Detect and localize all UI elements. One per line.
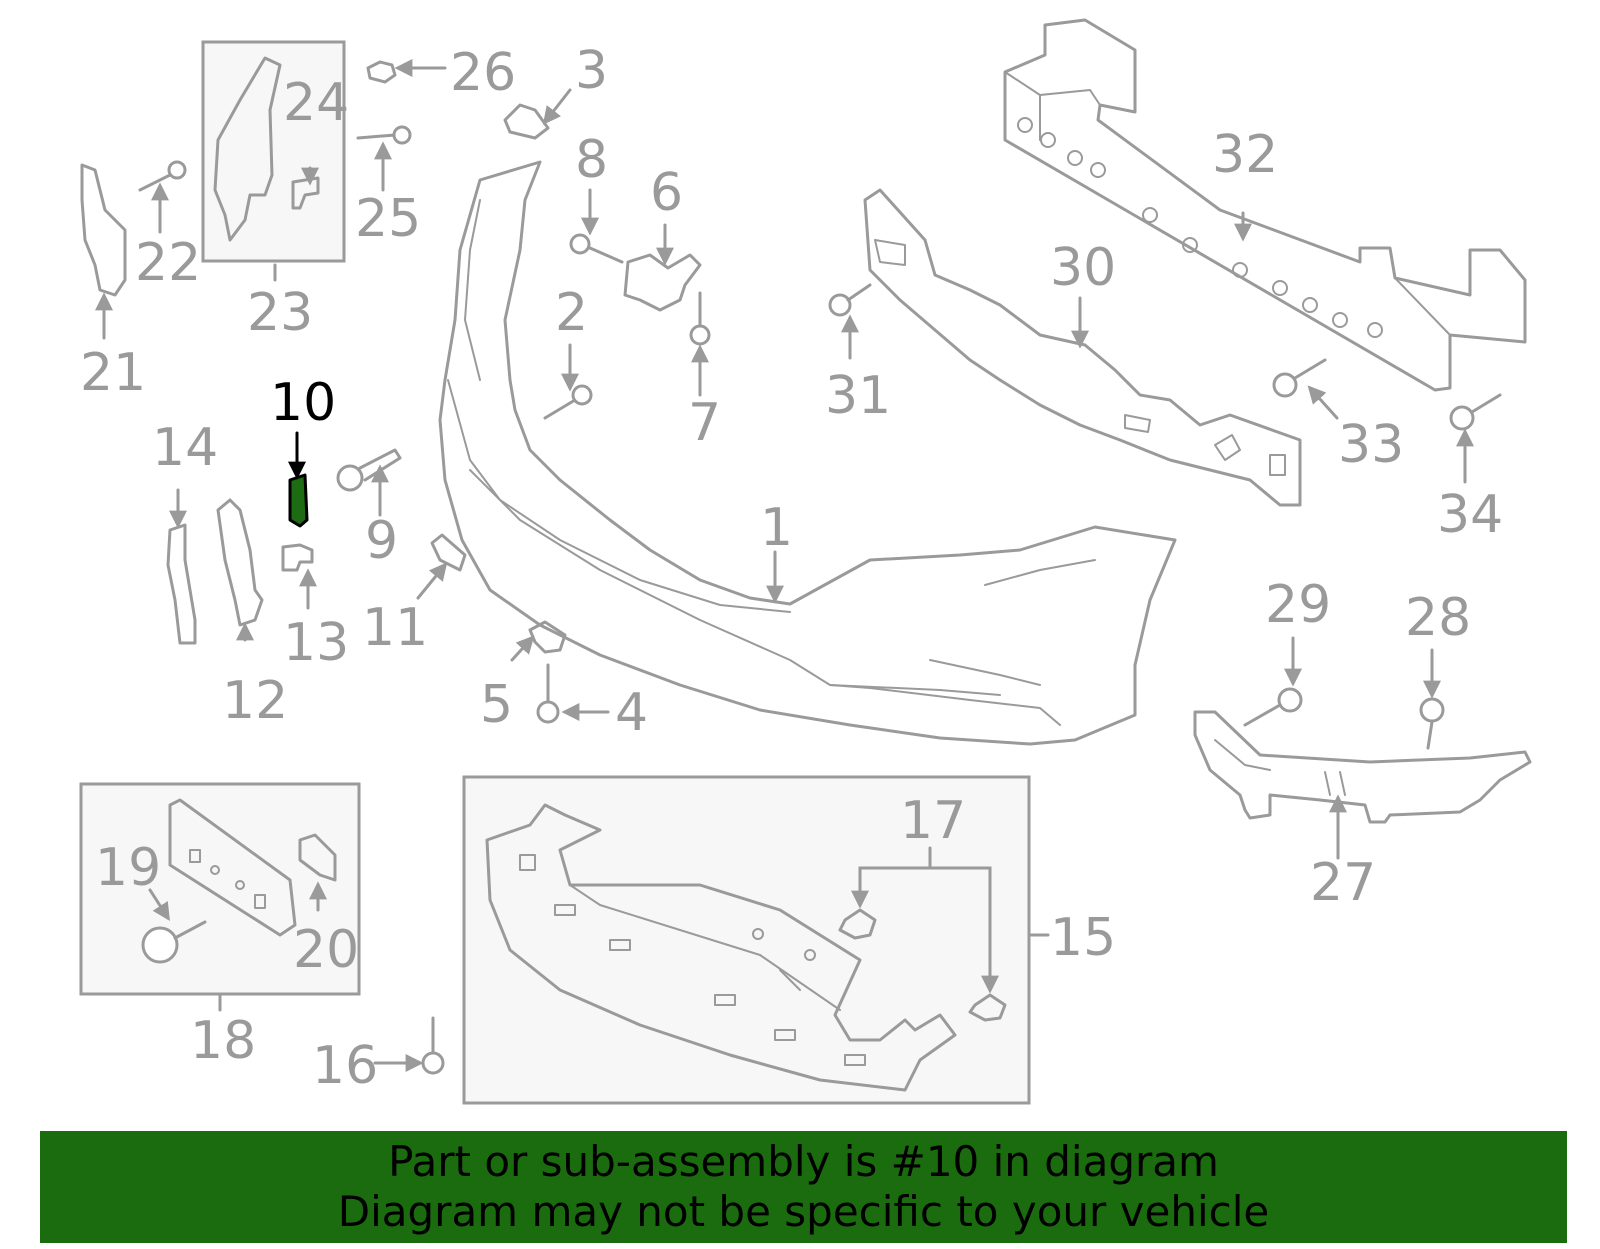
part-25-bolt bbox=[356, 125, 412, 145]
part-28-bolt bbox=[1419, 697, 1445, 750]
part-20-nut bbox=[298, 833, 337, 882]
label-28: 28 bbox=[1405, 588, 1471, 648]
label-5: 5 bbox=[480, 675, 513, 735]
label-14: 14 bbox=[152, 418, 218, 478]
label-12: 12 bbox=[222, 671, 288, 731]
part-14-bracket bbox=[166, 523, 197, 645]
info-banner: Part or sub-assembly is #10 in diagram D… bbox=[40, 1131, 1567, 1243]
label-22: 22 bbox=[135, 233, 201, 293]
label-16: 16 bbox=[312, 1036, 378, 1096]
part-2-bolt bbox=[543, 384, 593, 420]
part-labels: 1 2 3 4 5 6 7 8 9 10 11 12 13 14 15 16 1… bbox=[80, 41, 1503, 1096]
part-29-bolt bbox=[1243, 687, 1303, 727]
part-33-bolt bbox=[1272, 358, 1327, 398]
part-30-energy-absorber bbox=[863, 188, 1302, 507]
label-15: 15 bbox=[1050, 908, 1116, 968]
part-17-clip-a bbox=[838, 908, 877, 940]
label-18: 18 bbox=[190, 1011, 256, 1071]
part-12-bracket bbox=[216, 498, 264, 627]
part-8-bolt bbox=[569, 233, 624, 264]
part-27-lower-bracket bbox=[1193, 710, 1532, 824]
part-5-clip bbox=[528, 620, 567, 654]
part-6-bracket bbox=[623, 253, 702, 312]
part-23-bracket bbox=[213, 56, 282, 242]
label-11: 11 bbox=[362, 598, 428, 658]
banner-line-part: Part or sub-assembly is #10 in diagram bbox=[388, 1137, 1219, 1186]
part-7-bolt bbox=[689, 291, 711, 346]
part-16-bolt bbox=[421, 1016, 445, 1075]
part-10-highlighted bbox=[288, 473, 309, 528]
part-15-under-cover bbox=[485, 803, 957, 1092]
part-11-clip bbox=[430, 533, 467, 572]
label-23: 23 bbox=[247, 283, 313, 343]
label-1: 1 bbox=[760, 498, 793, 558]
part-1-bumper-cover bbox=[438, 160, 1177, 746]
label-3: 3 bbox=[575, 41, 608, 101]
label-6: 6 bbox=[650, 163, 683, 223]
label-34: 34 bbox=[1437, 485, 1503, 545]
part-9-tow-hook bbox=[336, 448, 402, 492]
part-13-clip bbox=[281, 543, 314, 572]
label-7: 7 bbox=[688, 393, 721, 453]
part-31-push-pin bbox=[828, 283, 872, 317]
label-30: 30 bbox=[1050, 238, 1116, 298]
label-33: 33 bbox=[1338, 415, 1404, 475]
part-4-bolt bbox=[536, 663, 560, 724]
label-17: 17 bbox=[900, 791, 966, 851]
label-19: 19 bbox=[95, 838, 161, 898]
part-19-screw bbox=[141, 920, 207, 964]
banner-line-disclaimer: Diagram may not be specific to your vehi… bbox=[337, 1187, 1270, 1236]
label-4: 4 bbox=[615, 683, 648, 743]
part-32-bumper-reinforcement bbox=[1003, 18, 1527, 392]
part-18-plate bbox=[168, 798, 297, 937]
label-2: 2 bbox=[555, 283, 588, 343]
part-26-pin bbox=[366, 60, 397, 84]
label-8: 8 bbox=[575, 130, 608, 190]
label-24: 24 bbox=[283, 73, 349, 133]
part-17-clip-b bbox=[968, 993, 1007, 1022]
label-9: 9 bbox=[365, 511, 398, 571]
label-25: 25 bbox=[355, 189, 421, 249]
label-29: 29 bbox=[1265, 575, 1331, 635]
part-34-bolt bbox=[1449, 393, 1502, 431]
label-10-highlighted: 10 bbox=[270, 373, 336, 433]
leader-lines bbox=[95, 59, 1474, 1072]
label-32: 32 bbox=[1212, 125, 1278, 185]
label-20: 20 bbox=[293, 920, 359, 980]
part-22-bolt bbox=[138, 160, 187, 192]
label-26: 26 bbox=[450, 43, 516, 103]
label-13: 13 bbox=[283, 613, 349, 673]
label-31: 31 bbox=[825, 366, 891, 426]
label-21: 21 bbox=[80, 343, 146, 403]
part-3-clip bbox=[503, 103, 550, 140]
part-21-bracket bbox=[80, 163, 127, 297]
label-27: 27 bbox=[1310, 853, 1376, 913]
